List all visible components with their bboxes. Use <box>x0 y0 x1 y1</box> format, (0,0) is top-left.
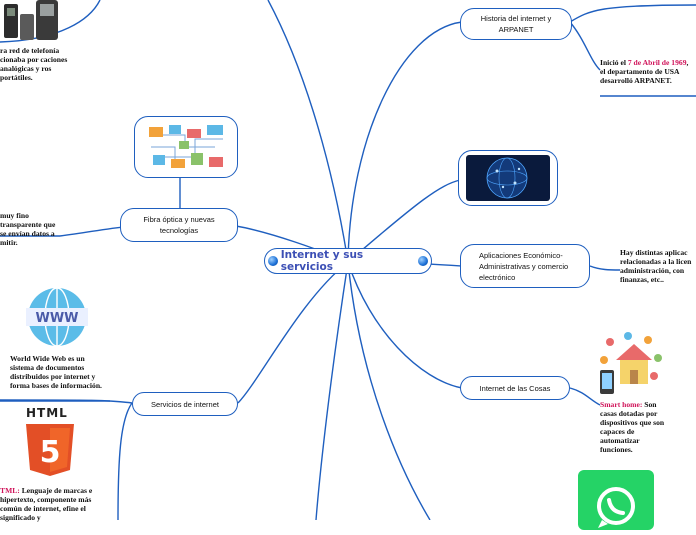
network-illustration-card[interactable] <box>134 116 238 178</box>
node-historia[interactable]: Historia del internet y ARPANET <box>460 8 572 40</box>
note-smarthome: Smart home: Son casas dotadas por dispos… <box>600 400 672 454</box>
note-fibra: muy fino transparente que se envían dato… <box>0 211 62 247</box>
html5-logo-icon: 5 <box>22 422 78 478</box>
digital-globe-icon <box>459 151 558 206</box>
note-arpanet-date: 7 de Abril de 1969 <box>628 58 687 67</box>
note-www: World Wide Web es un sistema de document… <box>10 354 106 390</box>
mobile-phones-image <box>0 0 64 44</box>
note-telefonia: ra red de telefonía cionaba por caciones… <box>0 46 78 82</box>
digital-globe-card[interactable] <box>458 150 558 206</box>
html-label: HTML <box>26 406 68 420</box>
node-servicios[interactable]: Servicios de internet <box>132 392 238 416</box>
whatsapp-icon <box>578 470 654 530</box>
network-devices-icon <box>135 117 238 178</box>
globe-icon <box>268 256 278 266</box>
html5-digit: 5 <box>40 435 61 470</box>
node-historia-label: Historia del internet y ARPANET <box>467 13 565 35</box>
node-aplicaciones[interactable]: Aplicaciones Económico-Administrativas y… <box>460 244 590 288</box>
note-arpanet-pre: Inició el <box>600 58 628 67</box>
node-internet-cosas[interactable]: Internet de las Cosas <box>460 376 570 400</box>
globe-icon <box>418 256 428 266</box>
note-html-term: TML: <box>0 486 20 495</box>
note-html: TML: Lenguaje de marcas e hipertexto, co… <box>0 486 104 522</box>
note-smarthome-text: Son casas dotadas por dispositivos que s… <box>600 400 664 454</box>
note-aplicaciones: Hay distintas aplicac relacionadas a la … <box>620 248 696 284</box>
note-arpanet: Inició el 7 de Abril de 1969, el departa… <box>600 58 692 85</box>
note-smarthome-term: Smart home: <box>600 400 642 409</box>
central-title: Internet y sus servicios <box>281 249 416 273</box>
node-fibra-label: Fibra óptica y nuevas tecnologías <box>127 214 231 236</box>
www-label: WWW <box>35 311 78 326</box>
smart-home-icon <box>596 330 668 398</box>
node-aplicaciones-label: Aplicaciones Económico-Administrativas y… <box>479 250 583 283</box>
central-topic[interactable]: Internet y sus servicios <box>264 248 432 274</box>
node-servicios-label: Servicios de internet <box>151 399 219 410</box>
node-fibra[interactable]: Fibra óptica y nuevas tecnologías <box>120 208 238 242</box>
whatsapp-tile <box>578 470 654 530</box>
www-globe-icon: WWW <box>26 286 88 348</box>
node-internet-cosas-label: Internet de las Cosas <box>480 383 551 394</box>
